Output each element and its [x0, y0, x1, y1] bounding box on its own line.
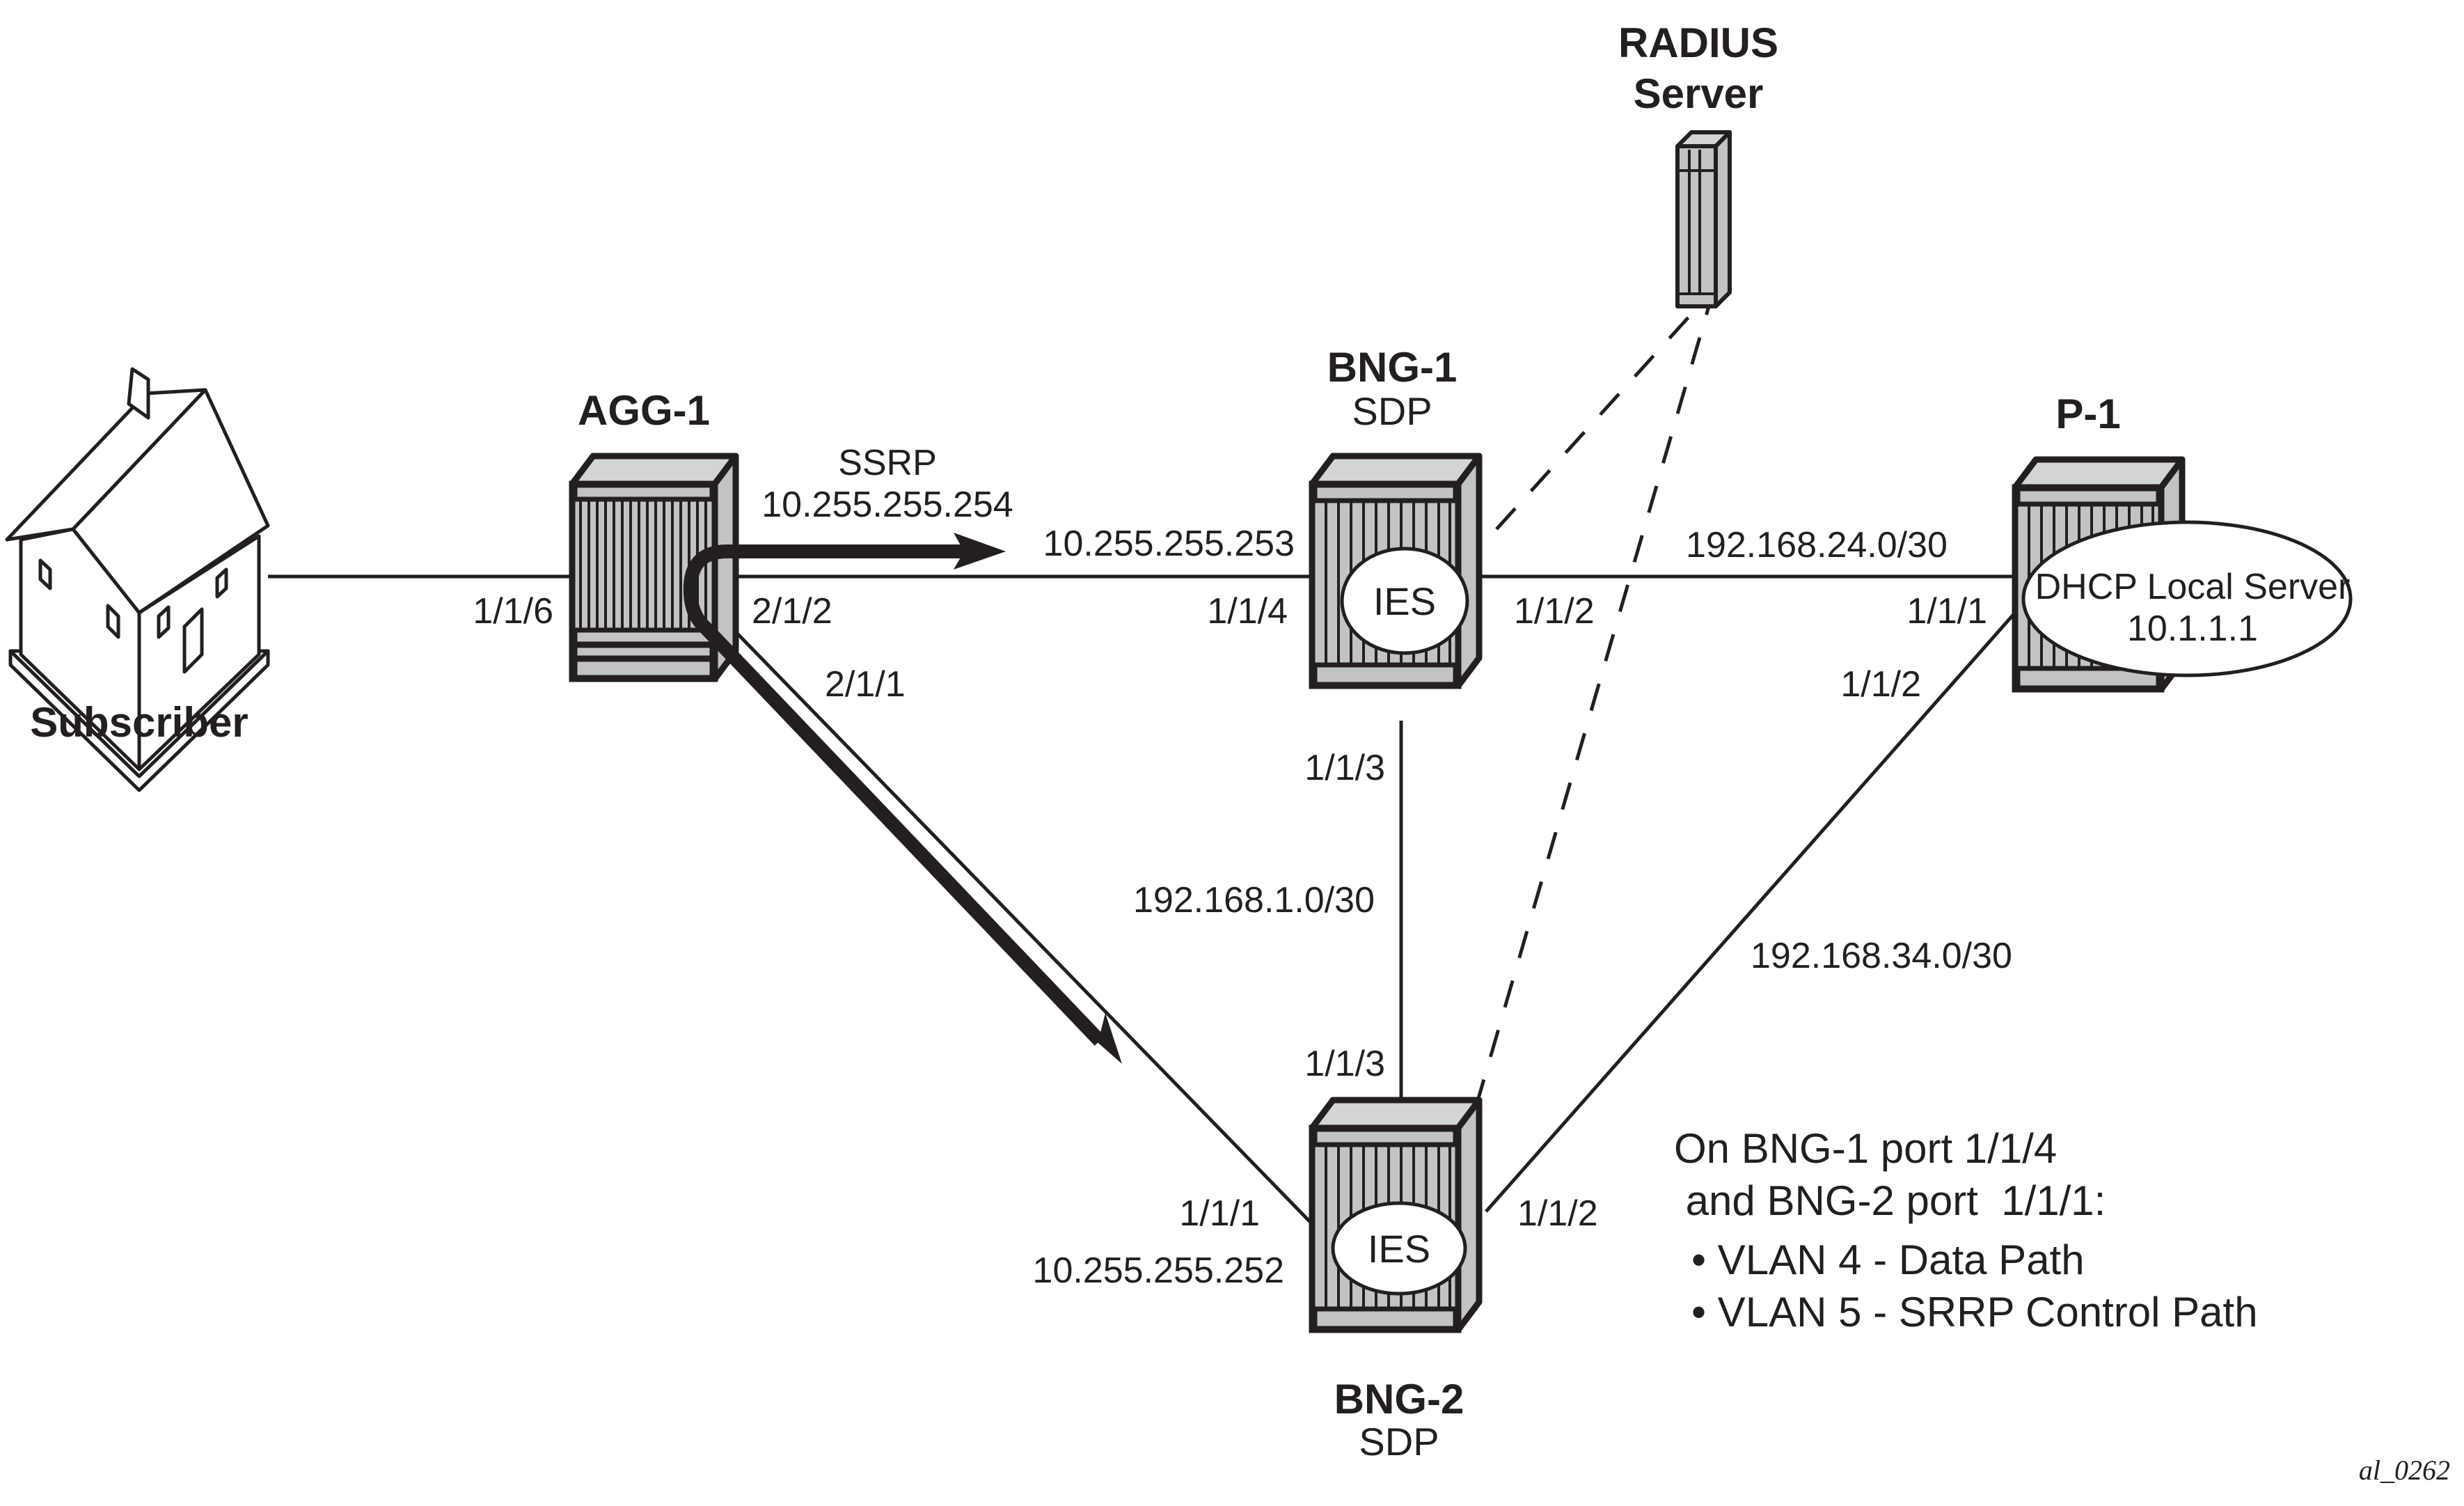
note-bullet-1: • VLAN 4 - Data Path	[1691, 1237, 2085, 1283]
port-p1-1-1-2: 1/1/2	[1840, 664, 1921, 705]
dhcp-server-ip: 10.1.1.1	[2127, 609, 2258, 649]
srrp-flow-arrow	[683, 533, 1122, 1064]
subnet-bng1-p1: 192.168.24.0/30	[1686, 525, 1948, 565]
link-agg1-bng2	[719, 615, 1318, 1230]
radius-link-bng2	[1460, 306, 1711, 1156]
house-icon	[5, 367, 270, 792]
bng1-ies-ip: 10.255.255.253	[1043, 524, 1295, 564]
radius-label-line1: RADIUS	[1618, 19, 1778, 66]
subscriber-label: Subscriber	[30, 699, 248, 746]
link-bng2-p1	[1485, 611, 2016, 1213]
port-agg1-2-1-1: 2/1/1	[825, 664, 906, 705]
srrp-label: SSRP	[838, 443, 937, 483]
bng2-ies-service[interactable]	[1331, 1201, 1467, 1296]
port-p1-1-1-1: 1/1/1	[1906, 591, 1987, 632]
agg1-router-icon[interactable]	[572, 456, 736, 679]
radius-label-line2: Server	[1634, 70, 1764, 117]
radius-link-bng1	[1495, 305, 1700, 531]
bng1-ies-label: IES	[1373, 579, 1436, 623]
bng2-sublabel: SDP	[1359, 1420, 1439, 1464]
bng2-ies-label: IES	[1368, 1227, 1430, 1271]
note-line1: On BNG-1 port 1/1/4	[1674, 1125, 2057, 1172]
note-line2: and BNG-2 port 1/1/1:	[1674, 1177, 2106, 1224]
radius-server-icon[interactable]	[1675, 130, 1732, 308]
bng2-label: BNG-2	[1334, 1376, 1464, 1422]
dhcp-server-label: DHCP Local Server	[2035, 567, 2351, 607]
bng2-ies-ip: 10.255.255.252	[1033, 1250, 1284, 1291]
port-bng2-1-1-1: 1/1/1	[1179, 1193, 1260, 1234]
p1-dhcp-server-service[interactable]	[2021, 520, 2353, 677]
port-bng1-1-1-2: 1/1/2	[1514, 591, 1595, 632]
bng1-label: BNG-1	[1327, 344, 1458, 391]
port-bng2-1-1-3: 1/1/3	[1304, 1044, 1385, 1084]
port-bng1-1-1-3: 1/1/3	[1304, 748, 1385, 788]
p1-label: P-1	[2055, 391, 2120, 437]
srrp-gateway-ip: 10.255.255.254	[761, 485, 1013, 525]
port-bng2-1-1-2: 1/1/2	[1517, 1193, 1598, 1234]
subnet-bng2-p1: 192.168.34.0/30	[1751, 936, 2012, 976]
port-agg1-2-1-2: 2/1/2	[752, 591, 832, 632]
bng1-sublabel: SDP	[1352, 389, 1432, 433]
figure-id: al_0262	[2359, 1454, 2450, 1486]
note-bullet-2: • VLAN 5 - SRRP Control Path	[1691, 1289, 2258, 1335]
port-bng1-1-1-4: 1/1/4	[1207, 591, 1288, 632]
subnet-bng1-bng2: 192.168.1.0/30	[1133, 880, 1375, 920]
agg1-label: AGG-1	[578, 387, 710, 434]
port-agg1-1-1-6: 1/1/6	[473, 591, 553, 632]
bng1-ies-service[interactable]	[1340, 547, 1469, 655]
